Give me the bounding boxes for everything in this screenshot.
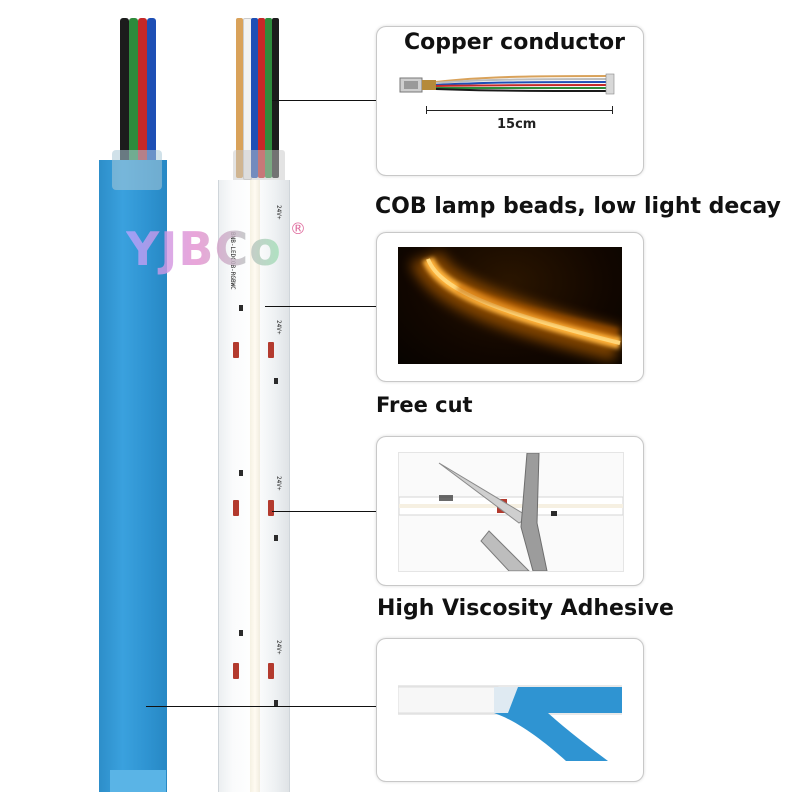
callout-line-cob — [265, 306, 380, 307]
callout-line-adhesive — [146, 706, 380, 707]
feature-title-adhesive: High Viscosity Adhesive — [377, 596, 674, 621]
blue-tape-liner — [99, 160, 167, 792]
resistor — [233, 342, 239, 358]
tape-end — [110, 770, 166, 792]
cob-glow-photo — [398, 247, 622, 364]
registered-mark: ® — [290, 219, 306, 238]
feature-title-copper: Copper conductor — [404, 30, 625, 55]
wire-blue — [147, 18, 156, 188]
chip — [239, 630, 243, 636]
callout-line-cut — [272, 511, 380, 512]
feature-title-cut: Free cut — [376, 393, 473, 417]
wire-green — [265, 18, 272, 178]
feature-title-cob: COB lamp beads, low light decay — [375, 194, 781, 219]
chip — [239, 305, 243, 311]
wire-blue — [251, 18, 258, 178]
wire-red — [138, 18, 147, 188]
dimension-tick — [612, 106, 613, 114]
voltage-marking: 24V+ — [275, 320, 282, 335]
wire-green — [129, 18, 138, 188]
resistor — [268, 342, 274, 358]
voltage-marking: 24V+ — [275, 640, 282, 655]
wire-black — [120, 18, 129, 188]
resistor — [268, 663, 274, 679]
scissors-cut-photo — [398, 452, 624, 572]
chip — [274, 378, 278, 384]
dimension-tick — [426, 106, 427, 114]
wire-black — [272, 18, 279, 178]
chip — [239, 470, 243, 476]
chip — [274, 700, 278, 706]
feature-card-copper — [376, 26, 644, 176]
resistor — [233, 500, 239, 516]
voltage-marking: 24V+ — [275, 205, 282, 220]
connector-cable-illustration — [399, 73, 615, 95]
wire-orange — [236, 18, 243, 178]
heat-shrink-sleeve — [112, 150, 162, 190]
chip — [274, 535, 278, 541]
adhesive-photo — [398, 651, 622, 761]
dimension-line — [426, 110, 612, 111]
voltage-marking: 24V+ — [275, 476, 282, 491]
brand-watermark: YJBCo — [126, 222, 282, 276]
cob-led-line — [250, 180, 260, 792]
resistor — [233, 663, 239, 679]
dimension-label: 15cm — [497, 117, 537, 132]
resistor — [268, 500, 274, 516]
wire-red — [258, 18, 265, 178]
callout-line-copper — [272, 100, 380, 101]
